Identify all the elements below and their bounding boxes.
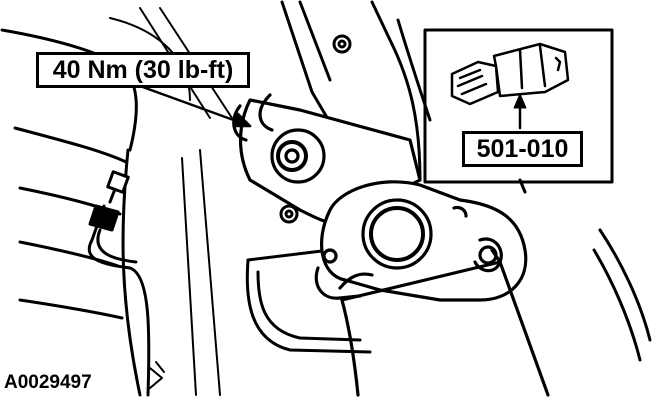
recliner-housing bbox=[314, 180, 528, 302]
wiring-harness bbox=[87, 170, 151, 397]
tool-inset bbox=[423, 28, 614, 184]
lower-bracket bbox=[245, 248, 372, 354]
torque-leader-arrow bbox=[138, 84, 252, 128]
seat-track bbox=[149, 361, 165, 389]
tool-socket-bit bbox=[450, 42, 570, 106]
special-tool-callout: 501-010 bbox=[462, 131, 583, 167]
seat-frame bbox=[279, 0, 652, 362]
figure-id: A0029497 bbox=[4, 372, 92, 393]
torque-spec-callout: 40 Nm (30 lb-ft) bbox=[36, 52, 250, 88]
seat-back bbox=[340, 248, 550, 397]
